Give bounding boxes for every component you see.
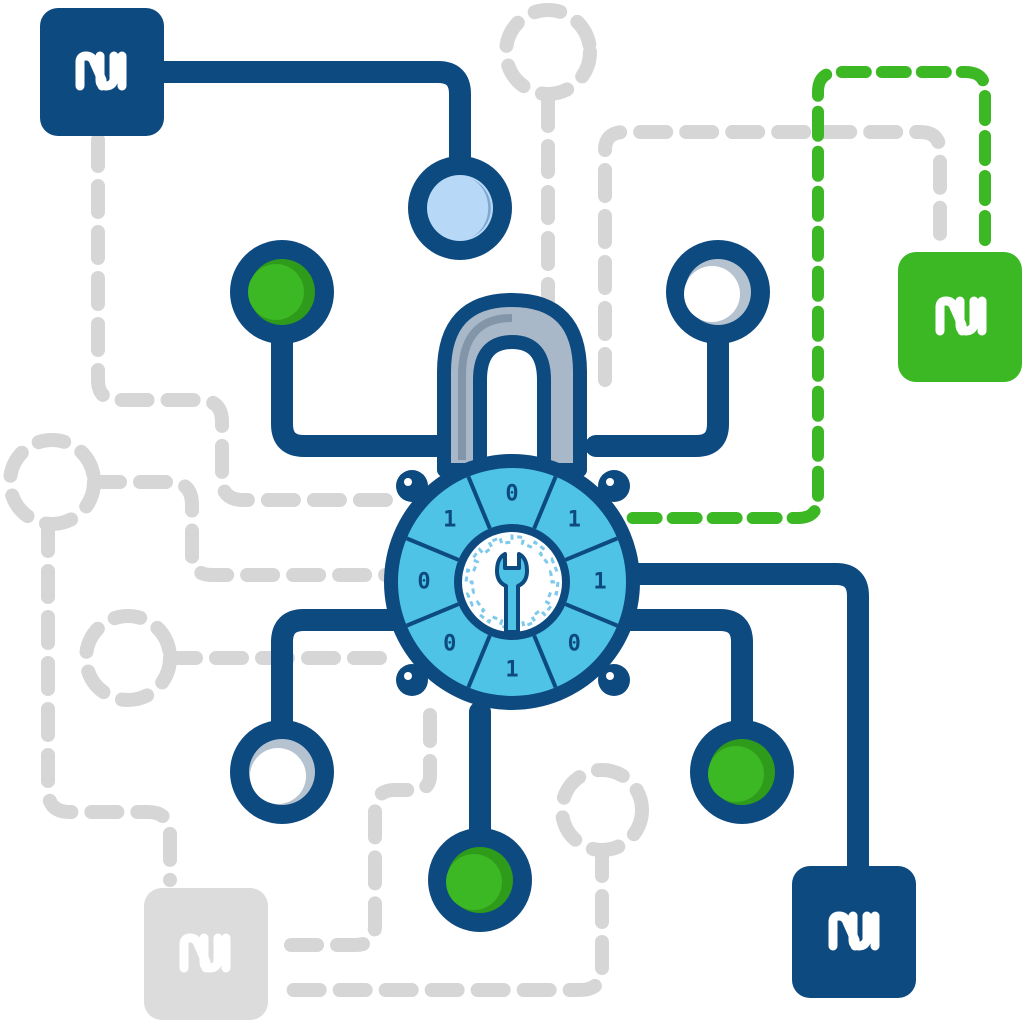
dial-divider: [532, 634, 558, 689]
logo-box-bottom-right: [792, 866, 916, 998]
logo-box-top-left: [40, 8, 164, 136]
dial-digit: 0: [443, 632, 456, 657]
dial-digit: 1: [593, 570, 606, 595]
dial-digit: 0: [417, 570, 430, 595]
nu-logo-icon: [828, 911, 880, 951]
dial-digit: 1: [443, 507, 456, 532]
lock-connections: [149, 61, 869, 881]
node-bottom-green: [428, 828, 532, 932]
logo-box-right-green: [898, 252, 1022, 382]
background-network: [3, 3, 947, 997]
wrench-gear-icon: [464, 534, 560, 634]
node-upper-left-green: [230, 240, 334, 344]
padlock-shackle: [437, 293, 587, 477]
node-upper-right-white: [666, 240, 770, 344]
dial-digit: 1: [505, 658, 518, 683]
dial-divider: [466, 634, 492, 689]
dial-divider: [405, 602, 460, 628]
dial-digit: 1: [568, 507, 581, 532]
dial-divider: [405, 536, 460, 562]
nu-logo-icon: [75, 51, 127, 91]
network-nodes: [230, 156, 794, 932]
node-lower-right-green: [690, 720, 794, 824]
padlock-icon: 0 1 1 0 1 0 0 1: [384, 293, 640, 710]
dial-digit: 0: [568, 632, 581, 657]
nu-logo-icon: [179, 933, 231, 973]
dial-divider: [564, 536, 619, 562]
dial-divider: [532, 475, 558, 530]
active-network-path: [622, 66, 991, 524]
dial-divider: [564, 602, 619, 628]
node-lower-left-white: [230, 720, 334, 824]
node-top-light-blue: [408, 156, 512, 260]
nu-logo-icon: [935, 296, 987, 336]
dial-digit: 0: [505, 482, 518, 507]
dial-divider: [466, 475, 492, 530]
logo-box-bottom-left-grey: [144, 888, 268, 1020]
